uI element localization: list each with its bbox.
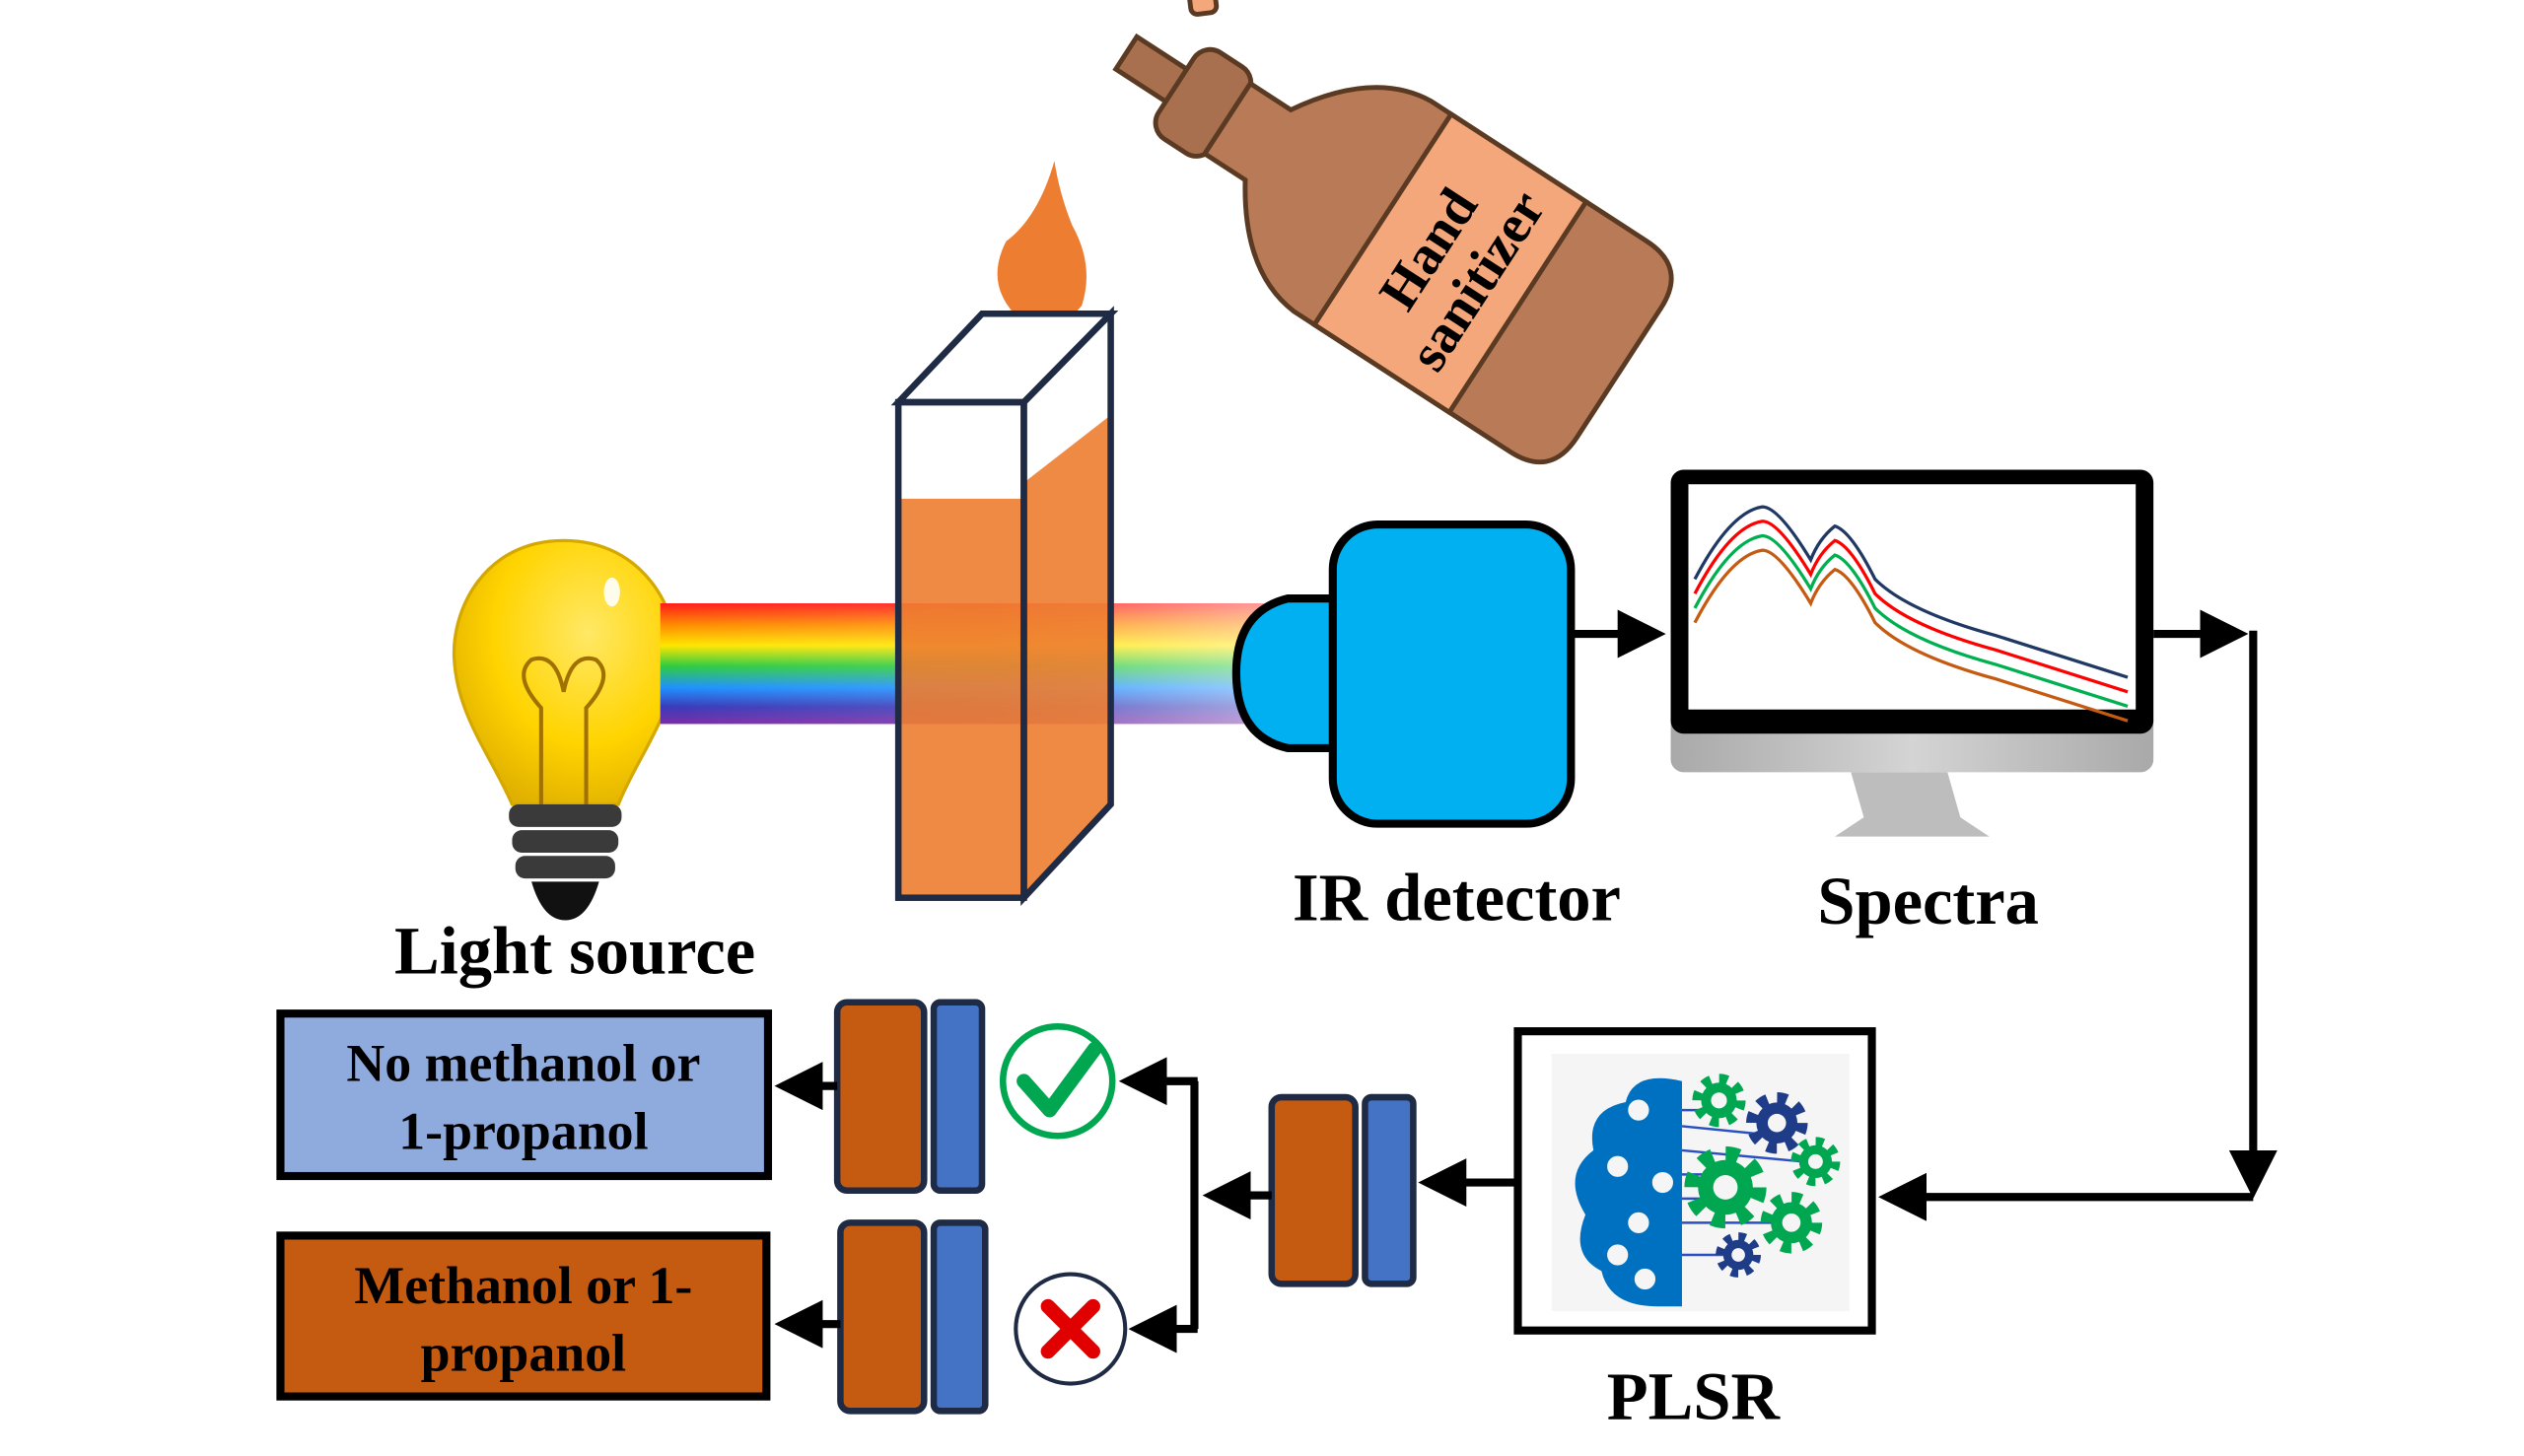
- ir-detector-label: IR detector: [1293, 861, 1621, 936]
- gear-icon: [1790, 1137, 1841, 1187]
- plsr-model-box: [1513, 1027, 1876, 1335]
- hand-sanitizer-bottle-icon: Hand sanitizer: [1112, 0, 1674, 465]
- ir-detector-icon: [1231, 520, 1576, 828]
- plsr-label: PLSR: [1607, 1358, 1782, 1433]
- cuvette-icon: [890, 306, 1119, 906]
- classifier-block: [1268, 1093, 1417, 1287]
- gear-icon: [1716, 1232, 1761, 1278]
- outcome-line2: 1-propanol: [398, 1101, 648, 1160]
- gear-icon: [1746, 1091, 1808, 1154]
- gear-icon: [1692, 1074, 1746, 1128]
- gear-icon: [1760, 1192, 1823, 1254]
- check-icon: [999, 1022, 1116, 1140]
- cross-icon: [1014, 1272, 1128, 1386]
- spectrum-line: [1693, 505, 2129, 679]
- outcome-line1: No methanol or: [346, 1034, 700, 1093]
- spectrum-line: [1693, 533, 2129, 709]
- spectra-plot: [1693, 505, 2129, 723]
- outcome-methanol: Methanol or 1- propanol: [276, 1231, 771, 1401]
- spectra-label: Spectra: [1817, 864, 2039, 938]
- outcome-no-methanol: No methanol or 1-propanol: [276, 1009, 773, 1181]
- spectrum-line: [1693, 520, 2129, 694]
- gear-icon: [1684, 1145, 1767, 1229]
- light-bulb-icon: [452, 538, 678, 921]
- outcome-line1: Methanol or 1-: [354, 1256, 692, 1315]
- result-block-negative: [833, 999, 986, 1194]
- drop-icon: [997, 161, 1087, 324]
- result-block-positive: [837, 1219, 989, 1415]
- outcome-line2: propanol: [421, 1324, 627, 1383]
- brain-gears-icon: [1575, 1074, 1841, 1307]
- spectrum-line: [1693, 548, 2129, 723]
- light-source-label: Light source: [394, 913, 755, 988]
- monitor-icon: [1670, 469, 2154, 837]
